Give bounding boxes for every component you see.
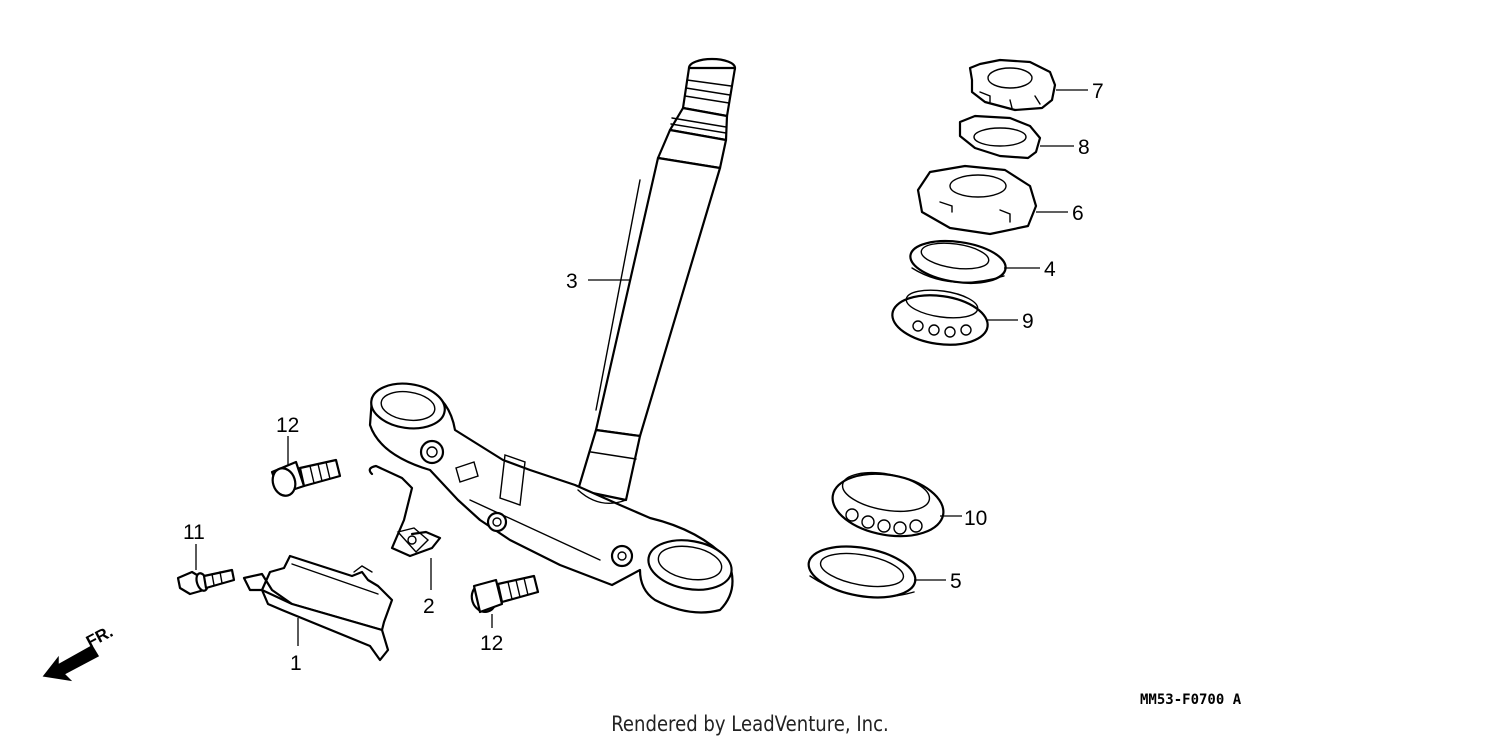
callout-4: 4 xyxy=(1044,258,1056,281)
front-direction-indicator: FR. xyxy=(42,622,116,682)
callout-8: 8 xyxy=(1078,136,1090,159)
front-arrow-icon xyxy=(42,644,100,682)
stem-nut-part[interactable] xyxy=(916,164,1038,236)
socket-bolt-upper-part[interactable] xyxy=(269,458,342,499)
front-direction-label: FR. xyxy=(83,622,116,652)
lower-dust-seal-part[interactable] xyxy=(805,539,920,605)
upper-bearing-part[interactable] xyxy=(889,286,991,350)
cover-plate-part[interactable] xyxy=(242,554,394,662)
wire-clip-part[interactable] xyxy=(368,464,442,558)
callout-11: 11 xyxy=(183,521,205,544)
footer-credit: Rendered by LeadVenture, Inc. xyxy=(611,712,889,736)
dust-seal-part[interactable] xyxy=(908,236,1009,289)
lock-nut-part[interactable] xyxy=(968,58,1057,112)
callout-7: 7 xyxy=(1092,80,1104,103)
callout-5: 5 xyxy=(950,570,962,593)
lock-washer-part[interactable] xyxy=(958,114,1042,160)
socket-bolt-lower-part[interactable] xyxy=(468,574,540,615)
lower-bearing-part[interactable] xyxy=(828,466,949,545)
callout-1: 1 xyxy=(290,652,302,675)
callout-9: 9 xyxy=(1022,310,1034,333)
callout-3: 3 xyxy=(566,270,578,293)
callout-12-upper: 12 xyxy=(276,414,299,437)
steering-stem-part[interactable] xyxy=(368,57,737,614)
flange-bolt-part[interactable] xyxy=(176,568,236,596)
callout-6: 6 xyxy=(1072,202,1084,225)
callout-2: 2 xyxy=(423,595,435,618)
callout-12-lower: 12 xyxy=(480,632,503,655)
callout-10: 10 xyxy=(964,507,987,530)
diagram-code: MM53-F0700 A xyxy=(1140,692,1242,708)
